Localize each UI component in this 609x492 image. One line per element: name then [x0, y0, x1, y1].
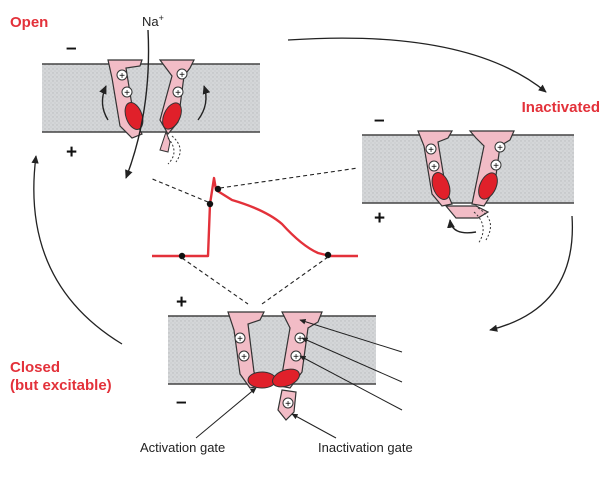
sign-minus-open: –: [66, 38, 77, 59]
label-open: Open: [10, 14, 48, 31]
label-inactivated: Inactivated: [522, 99, 600, 116]
sign-plus-open: +: [66, 142, 77, 163]
membrane-open: [42, 64, 260, 132]
svg-text:+: +: [493, 161, 499, 172]
activation-gate-closed-left: [247, 371, 277, 389]
point-peak: [214, 185, 222, 193]
action-potential-trace: [149, 167, 359, 305]
label-closed: Closed: [10, 359, 60, 376]
point-resting-early: [178, 252, 186, 260]
arrow-inactivated-to-closed: [489, 215, 574, 332]
label-closed-qualifier: (but excitable): [10, 377, 112, 394]
arrow-open-to-inactivated: [287, 37, 547, 93]
open-channel: + + + +: [42, 29, 260, 179]
svg-text:+: +: [431, 162, 437, 173]
sign-plus-inactivated: +: [374, 208, 385, 229]
svg-text:+: +: [119, 71, 125, 82]
activation-gate-open-right: [162, 102, 182, 130]
activation-gate-closed-right: [272, 368, 300, 388]
svg-text:+: +: [285, 399, 291, 410]
point-depolarization: [206, 200, 214, 208]
svg-text:+: +: [293, 352, 299, 363]
svg-text:+: +: [179, 70, 185, 81]
svg-text:+: +: [428, 145, 434, 156]
svg-text:+: +: [241, 352, 247, 363]
point-resting-late: [324, 251, 332, 259]
inactivation-gate-open: [159, 130, 171, 153]
label-inactivation-gate: Inactivation gate: [318, 440, 413, 455]
membrane-inactivated: [362, 135, 574, 203]
membrane-closed: [168, 316, 376, 384]
positive-charges-open: + + + +: [116, 68, 188, 99]
svg-text:+: +: [237, 334, 243, 345]
membrane-potential-line: [152, 176, 358, 258]
positive-charges-inactivated: + + + +: [425, 141, 506, 173]
activation-gate-open-left: [124, 102, 144, 130]
svg-text:+: +: [297, 334, 303, 345]
sign-plus-closed: +: [176, 292, 187, 313]
closed-channel: + + + + +: [168, 311, 403, 439]
sign-minus-closed: –: [176, 392, 187, 413]
svg-text:+: +: [124, 88, 130, 99]
svg-text:+: +: [175, 88, 181, 99]
sodium-flow-arrow: [125, 29, 150, 179]
label-activation-gate: Activation gate: [140, 440, 225, 455]
inactivation-gate-closed: [444, 205, 490, 219]
activation-gate-inactivated-right: [478, 172, 498, 200]
label-sodium-ion: Na+: [142, 13, 164, 29]
arrow-closed-to-open: [31, 155, 123, 345]
svg-text:+: +: [497, 143, 503, 154]
inactivated-channel: + + + +: [362, 130, 574, 245]
activation-gate-inactivated-left: [431, 172, 451, 200]
sign-minus-inactivated: –: [374, 110, 385, 131]
